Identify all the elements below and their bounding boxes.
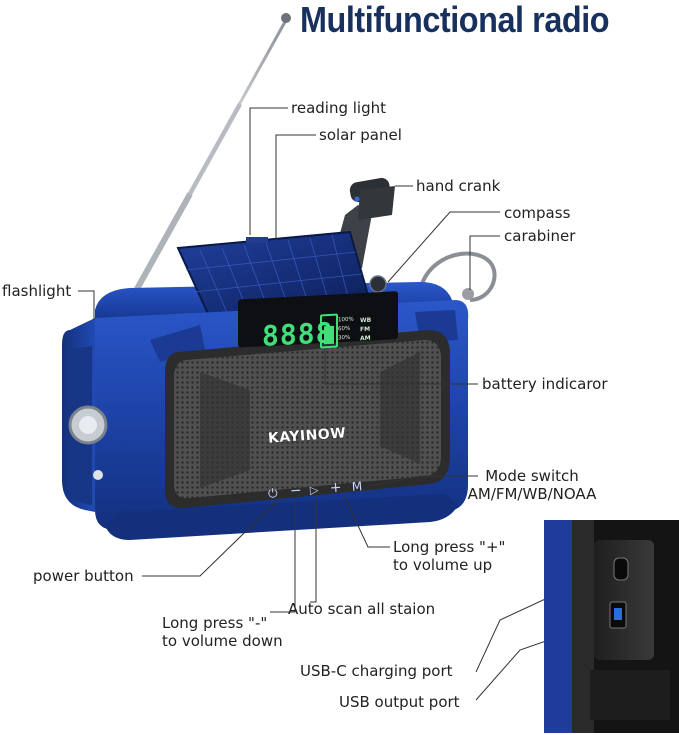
label-auto-scan: Auto scan all staion [288,600,436,618]
mode-icon[interactable]: M [351,479,363,494]
level-100: 100% [338,316,354,324]
label-usb-c-port: USB-C charging port [300,662,453,680]
label-long-press-plus: Long press "+" to volume up [393,538,505,574]
label-usb-output-port: USB output port [339,693,460,711]
callout-lines [78,107,626,701]
band-am: AM [360,334,371,343]
carabiner [418,251,497,302]
level-30: 30% [338,334,351,342]
label-carabiner: carabiner [504,227,576,245]
label-mode-switch: Mode switch AM/FM/WB/NOAA [462,467,602,503]
battery-levels: 100% 60% 30% [338,316,354,344]
minus-icon[interactable]: − [289,482,303,500]
label-battery-indicator: battery indicaror [482,375,608,393]
compass [369,275,387,293]
label-long-press-minus-line2: to volume down [162,632,283,650]
plus-icon[interactable]: + [329,479,343,497]
label-solar-panel: solar panel [319,126,402,144]
label-power-button: power button [33,567,134,585]
label-compass: compass [504,204,571,222]
page-title: Multifunctional radio [300,0,610,40]
label-long-press-plus-line1: Long press "+" [393,538,506,556]
power-icon[interactable]: ⏻ [267,486,279,501]
band-labels: WB FM AM [360,316,371,344]
label-reading-light: reading light [291,99,386,117]
label-hand-crank: hand crank [416,177,501,195]
label-long-press-plus-line2: to volume up [393,556,493,574]
lcd-display [238,291,398,348]
battery-icon [320,313,338,349]
radio-body [62,300,469,540]
label-mode-switch-line1: Mode switch [485,467,579,485]
label-flashlight: flashlight [2,282,72,300]
label-long-press-minus: Long press "-" to volume down [162,614,283,650]
usb-c-port [613,557,629,581]
play-icon[interactable]: ▷ [309,483,319,497]
label-mode-switch-line2: AM/FM/WB/NOAA [467,485,597,503]
label-long-press-minus-line1: Long press "-" [162,614,268,632]
usb-port-inset [544,520,679,733]
